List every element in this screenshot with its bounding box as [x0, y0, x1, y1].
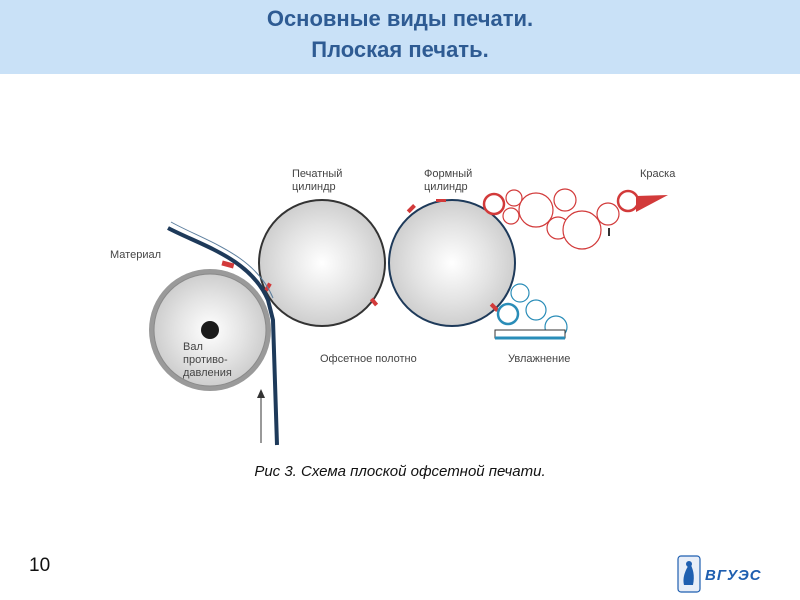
university-logo	[677, 555, 701, 593]
label-plate-cylinder-1: Формный	[424, 168, 472, 180]
material-web	[167, 226, 279, 446]
counter-pressure-roller	[149, 269, 271, 391]
impression-cylinder	[258, 199, 386, 327]
label-ink: Краска	[640, 168, 676, 180]
label-impression-cylinder-2: цилиндр	[292, 181, 336, 193]
slide-subtitle: Плоская печать.	[311, 37, 489, 62]
label-counter-roller-3: давления	[183, 367, 232, 379]
feed-direction-arrow	[257, 389, 265, 443]
title-band	[0, 0, 800, 74]
plate-cylinder	[388, 199, 516, 327]
page-number: 10	[29, 555, 51, 576]
offset-printing-diagram: Печатный цилиндр Формный цилиндр Краска …	[110, 168, 676, 446]
label-offset-blanket: Офсетное полотно	[320, 353, 417, 365]
label-counter-roller-2: противо-	[183, 354, 228, 366]
slide-title: Основные виды печати.	[266, 6, 534, 31]
label-material: Материал	[110, 249, 161, 261]
figure-caption: Рис 3. Схема плоской офсетной печати.	[254, 463, 546, 480]
label-impression-cylinder-1: Печатный	[292, 168, 342, 180]
ink-fountain-icon	[636, 195, 668, 212]
dampening-trough	[494, 329, 566, 340]
ink-roller-train	[482, 188, 640, 250]
label-plate-cylinder-2: цилиндр	[424, 181, 468, 193]
roller-axle	[201, 321, 219, 339]
label-counter-roller-1: Вал	[183, 341, 203, 353]
logo-wordmark: ВГУЭС	[705, 567, 762, 584]
label-dampening: Увлажнение	[508, 353, 570, 365]
